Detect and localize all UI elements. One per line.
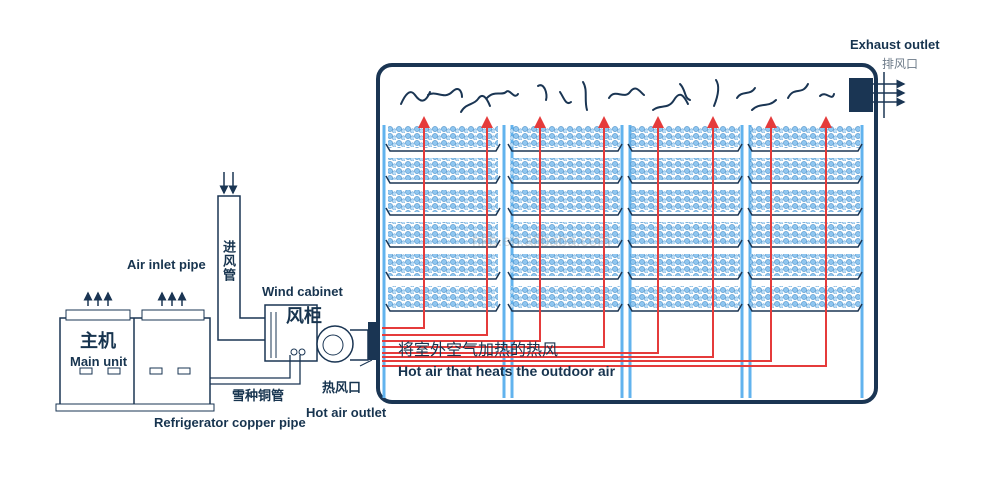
drying-tray (385, 222, 501, 248)
wind-cabinet-label: Wind cabinet (262, 284, 343, 299)
watermark: hkb.en.alibaba.com (472, 233, 611, 250)
drying-tray (507, 286, 623, 312)
drying-tray (627, 190, 743, 216)
hot-airflow (382, 116, 832, 367)
air-inlet-pipe-label-cn: 进风管 (220, 240, 235, 282)
drying-tray (627, 286, 743, 312)
drying-tray (627, 126, 743, 152)
drying-tray (627, 158, 743, 184)
copper-pipe-label-cn: 雪种铜管 (232, 389, 285, 404)
main-unit-label: Main unit (70, 354, 128, 369)
drying-tray (385, 126, 501, 152)
drying-tray (747, 158, 863, 184)
drying-tray (747, 222, 863, 248)
moisture-vapor (400, 79, 835, 113)
hot-air-outlet (368, 322, 378, 360)
drying-tray (507, 222, 623, 248)
drying-tray (385, 158, 501, 184)
copper-pipe (210, 355, 301, 385)
drying-tray (627, 222, 743, 248)
drying-tray (747, 126, 863, 152)
drying-tray (507, 190, 623, 216)
drying-tray (385, 286, 501, 312)
drying-tray (507, 126, 623, 152)
drying-tray (507, 158, 623, 184)
main-unit (59, 317, 211, 407)
drying-tray (385, 190, 501, 216)
main-unit-label-cn: 主机 (80, 331, 116, 352)
drying-tray (747, 286, 863, 312)
hot-air-caption-cn: 将室外空气加热的热风 (398, 340, 559, 359)
hot-air-outlet-label-cn: 热风口 (322, 381, 362, 396)
drying-tray (747, 190, 863, 216)
hot-air-outlet-label: Hot air outlet (306, 405, 387, 420)
exhaust-outlet-label: Exhaust outlet (850, 37, 940, 52)
exhaust-outlet-label-cn: 排风口 (882, 57, 919, 71)
drying-tray (627, 254, 743, 280)
fan (316, 325, 354, 363)
drying-tray (385, 254, 501, 280)
refrigerator-copper-pipe-label: Refrigerator copper pipe (154, 415, 306, 430)
air-inlet-pipe-label: Air inlet pipe (127, 257, 206, 272)
drying-tray (507, 254, 623, 280)
exhaust-outlet (849, 78, 873, 112)
hot-air-caption: Hot air that heats the outdoor air (398, 363, 616, 379)
wind-cabinet-label-cn: 风柜 (286, 306, 322, 327)
drying-tray (747, 254, 863, 280)
